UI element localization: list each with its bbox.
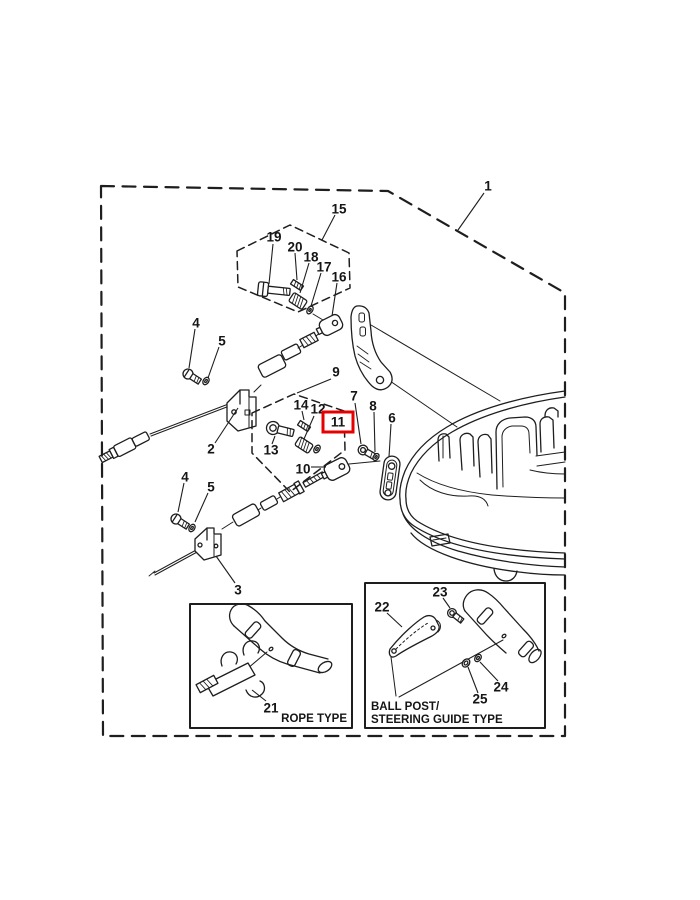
- rope-type-inset: [189, 603, 353, 729]
- callout-8: 8: [369, 399, 377, 414]
- callout-15: 15: [331, 202, 347, 217]
- bottom-cowling: [399, 390, 566, 582]
- callout-14: 14: [293, 398, 309, 413]
- ball-post-caption-line2: STEERING GUIDE TYPE: [371, 714, 503, 726]
- callout-9: 9: [332, 365, 340, 380]
- pin-14: [296, 419, 312, 433]
- lower-cable: [148, 471, 326, 577]
- steering-tube: [462, 589, 542, 664]
- ball-post-bracket-22: [388, 614, 441, 658]
- highlight-box-part-11: [321, 410, 355, 434]
- rope-type-caption: ROPE TYPE: [281, 713, 347, 725]
- pin-20: [289, 278, 305, 292]
- callout-5-lower: 5: [207, 480, 215, 495]
- outer-dashed-border: [99, 184, 567, 738]
- callout-10: 10: [295, 462, 310, 477]
- callout-22: 22: [374, 600, 389, 615]
- callout-19: 19: [266, 230, 281, 245]
- washer-8: [372, 452, 380, 462]
- cable-joint-10: [320, 457, 351, 481]
- screw-4-lower: [170, 513, 191, 530]
- bolt-13: [265, 420, 295, 438]
- washer-11: [313, 444, 321, 454]
- bolt-19: [256, 281, 291, 298]
- mount-leader-lines: [370, 324, 501, 428]
- callout-18: 18: [303, 250, 319, 265]
- callout-23: 23: [432, 585, 448, 600]
- cable-joint-16: [315, 313, 344, 337]
- spring-12: [294, 436, 314, 454]
- callout-13: 13: [263, 443, 279, 458]
- washer-24: [474, 653, 482, 663]
- callout-4-lower: 4: [181, 470, 189, 485]
- screw-4-upper: [182, 368, 203, 385]
- callout-24: 24: [493, 680, 509, 695]
- washer-5-lower: [188, 523, 196, 533]
- steering-arm: [350, 305, 393, 391]
- callout-2: 2: [207, 442, 215, 457]
- diagram-artwork: [98, 184, 567, 738]
- callout-5-upper: 5: [218, 334, 226, 349]
- ball-post-inset: [364, 582, 546, 729]
- nut-25: [461, 658, 471, 668]
- rope-clamp-21: [195, 640, 266, 698]
- adjuster-rod: [312, 313, 324, 321]
- callout-17: 17: [316, 260, 331, 275]
- washer-17: [306, 305, 314, 315]
- cable-bracket-2: [226, 389, 257, 432]
- callout-25: 25: [472, 692, 488, 707]
- callout-11-highlighted: 11: [331, 415, 346, 430]
- callout-1: 1: [484, 179, 492, 194]
- callout-20: 20: [287, 240, 302, 255]
- spring-dashed-box-9: [251, 393, 346, 493]
- ball-post-caption-line1: BALL POST/: [371, 701, 440, 713]
- washer-5-upper: [202, 376, 210, 386]
- callout-21: 21: [263, 701, 279, 716]
- spring-18: [288, 292, 308, 310]
- adjuster-dashed-box-15: [236, 224, 351, 313]
- joint-to-plate-line: [348, 460, 381, 465]
- callout-16: 16: [331, 270, 347, 285]
- callout-labels: 1 15 19 20 18 17 16 4 5 2 9 14 12 11 13 …: [177, 179, 509, 726]
- callout-3: 3: [234, 583, 242, 598]
- cable-bracket-3: [194, 527, 222, 561]
- bolt-23: [446, 607, 465, 624]
- cable-end-fitting-upper: [98, 431, 150, 464]
- callout-4-upper: 4: [192, 316, 200, 331]
- callout-6: 6: [388, 411, 396, 426]
- guide-plate-6: [379, 455, 401, 501]
- callout-7: 7: [350, 389, 358, 404]
